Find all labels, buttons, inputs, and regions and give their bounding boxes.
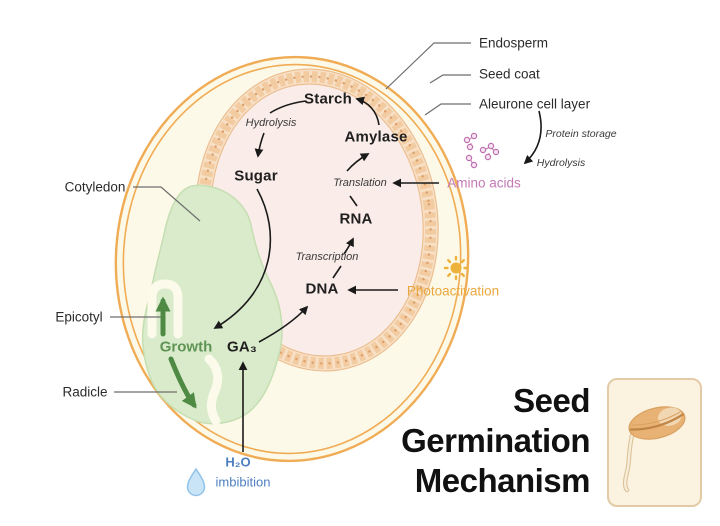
hydrolysis-inner-label: Hydrolysis — [245, 117, 297, 129]
imbibition-label: imbibition — [215, 474, 271, 490]
radicle-notch — [204, 354, 223, 426]
rna-label: RNA — [339, 210, 373, 228]
epicotyl-notch — [147, 279, 183, 339]
ga3-label: GA₃ — [226, 338, 258, 356]
translation-label: Translation — [333, 177, 387, 189]
rna-to-translation-line — [349, 195, 358, 207]
leader-lines — [110, 42, 471, 393]
aleurone-leader-line — [424, 103, 471, 116]
endosperm-label: Endosperm — [479, 35, 549, 51]
amylase-to-starch-arrow — [355, 96, 380, 126]
aleurone-cell-dots — [202, 75, 432, 365]
translation-to-amylase-arrow — [346, 153, 370, 172]
legend-box — [607, 378, 702, 507]
title-line-2: Germination — [401, 422, 590, 459]
amylase-label: Amylase — [344, 128, 408, 146]
cotyledon-leader-line — [133, 186, 201, 222]
endosperm-leader-line — [385, 42, 471, 90]
ga3-to-dna-arrow — [258, 305, 309, 343]
seed-coat-leader-line — [429, 74, 471, 84]
amino-acids-label: Amino acids — [447, 175, 521, 191]
seed-coat-label: Seed coat — [479, 66, 540, 82]
sun-icon — [443, 255, 469, 281]
aleurone-label: Aleurone cell layer — [479, 96, 591, 112]
germinating-seed-icon — [622, 406, 686, 493]
hydrolysis-outer-label: Hydrolysis — [536, 157, 586, 169]
hydrolysis-to-sugar-arrow — [254, 132, 265, 158]
molecule-cluster-icon — [463, 132, 500, 169]
cotyledon-label: Cotyledon — [64, 179, 126, 195]
dna-label: DNA — [305, 280, 339, 298]
transcription-to-rna-arrow — [343, 237, 354, 255]
legend-box-frame — [607, 378, 702, 507]
sugar-to-growth-arrow — [213, 188, 272, 329]
h2o-label: H₂O — [225, 454, 251, 470]
epicotyl-label: Epicotyl — [55, 309, 103, 325]
diagram-title: Seed Germination Mechanism — [401, 381, 590, 501]
growth-label: Growth — [159, 338, 213, 356]
starch-to-hydrolysis-line — [269, 100, 307, 114]
dna-to-transcription-line — [332, 265, 342, 279]
process-arrows — [213, 96, 542, 452]
protein-storage-label: Protein storage — [545, 128, 617, 140]
title-line-3: Mechanism — [414, 462, 591, 499]
radicle-growth-arrow — [168, 356, 197, 409]
protein-storage-hydrolysis-arrow — [523, 110, 542, 165]
water-droplet-icon — [186, 467, 206, 497]
title-line-1: Seed — [513, 382, 590, 419]
photoactivation-label: Photoactivation — [406, 283, 500, 299]
starch-label: Starch — [304, 90, 352, 108]
radicle-label: Radicle — [62, 384, 108, 400]
transcription-label: Transcription — [295, 251, 359, 263]
sugar-label: Sugar — [234, 167, 278, 185]
